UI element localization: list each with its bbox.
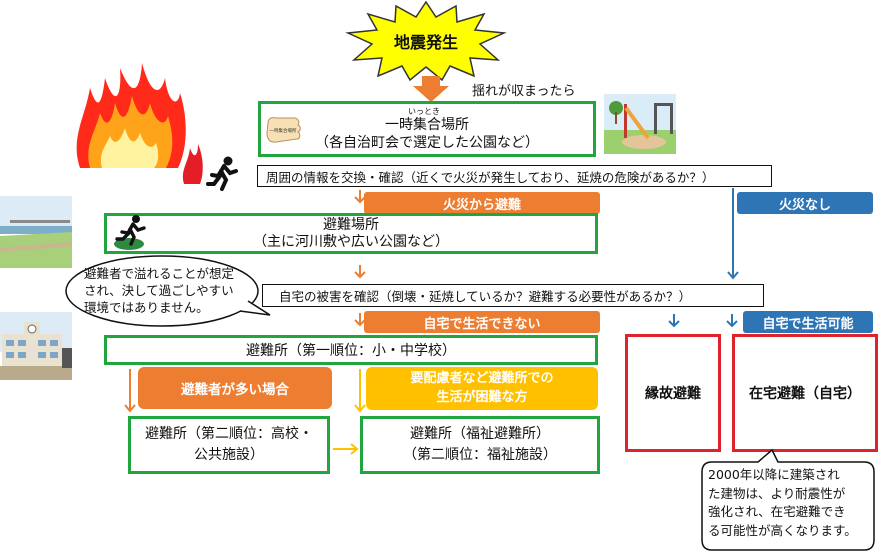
- shelter-second-priority: 避難所（第二順位：高校・ 公共施設）: [128, 416, 330, 474]
- welfare-line-1: 避難所（福祉避難所）: [410, 426, 550, 442]
- evac-area-title: 避難場所: [323, 216, 379, 233]
- arrow-down-many: [124, 369, 136, 413]
- shelter-second-line-2: 公共施設）: [194, 447, 264, 463]
- welfare-line-2: （第二順位：福祉施設）: [403, 447, 557, 463]
- evacuation-area: 避難場所 （主に河川敷や広い公園など）: [104, 213, 598, 254]
- fire-evacuate-label: 火災から避難: [364, 192, 600, 214]
- care-needed-line-2: 生活が困難な方: [436, 389, 528, 405]
- small-fire-icon: [180, 142, 204, 184]
- shelter-first-text: 避難所（第一順位：小・中学校）: [246, 343, 456, 359]
- temporary-gathering-site: いっとき 一時集合場所 （各自治町会で選定した公園など）: [258, 101, 596, 157]
- info-exchange-box: 周囲の情報を交換・確認（近くで火災が発生しており、延焼の危険があるか？）: [257, 165, 772, 187]
- shelter-first-priority: 避難所（第一順位：小・中学校）: [104, 335, 598, 365]
- bubble-line-2: され、決して過ごしやすい: [84, 283, 234, 298]
- temporary-site-subtitle: （各自治町会で選定した公園など）: [315, 134, 539, 151]
- temporary-site-title: 一時集合場所: [385, 116, 469, 133]
- earthquake-burst: 地震発生: [344, 0, 508, 82]
- arrow-right-welfare: [333, 440, 359, 455]
- can-live-label: 自宅で生活可能: [743, 311, 873, 333]
- bubble-line-3: 環境ではありません。: [84, 300, 209, 315]
- arrow-down-relative: [668, 313, 680, 328]
- hand-sign-icon: 一時集合場所: [264, 113, 304, 147]
- shelter-second-line-1: 避難所（第二順位：高校・: [145, 426, 313, 442]
- speech-bubble-text: 避難者で溢れることが想定 され、決して過ごしやすい 環境ではありません。: [84, 265, 264, 316]
- note-line-4: る可能性が高くなります。: [708, 522, 857, 538]
- fire-icon: [70, 58, 190, 173]
- care-needed-label: 要配慮者など避難所での 生活が困難な方: [366, 367, 598, 410]
- arrow-down-evac: [354, 264, 366, 279]
- evac-area-runner-icon: [112, 214, 150, 250]
- arrow-down-nofire: [727, 188, 739, 280]
- arrow-down-fire: [354, 188, 366, 204]
- arrow-down-home: [726, 313, 738, 328]
- note-callout-shape: [698, 448, 876, 552]
- arrow-down-burst: [413, 76, 449, 102]
- note-text: 2000年以降に建築され た建物は、より耐震性が 強化され、在宅避難でき る可能…: [708, 466, 874, 540]
- burst-shape-icon: [345, 0, 507, 82]
- speech-bubble: [62, 253, 274, 333]
- running-person-icon: [206, 156, 238, 191]
- care-needed-line-1: 要配慮者など避難所での: [410, 370, 554, 386]
- after-shaking-text: 揺れが収まったら: [472, 84, 576, 99]
- arrow-down-care: [354, 369, 366, 413]
- welfare-shelter: 避難所（福祉避難所） （第二順位：福祉施設）: [360, 416, 600, 474]
- cannot-live-label: 自宅で生活できない: [364, 311, 600, 333]
- arrow-down-cannot: [354, 312, 366, 327]
- note-line-3: 強化され、在宅避難でき: [708, 504, 846, 519]
- riverbank-icon: [0, 196, 72, 268]
- school-building-icon: [0, 312, 72, 380]
- many-evacuees-label: 避難者が多い場合: [138, 367, 332, 409]
- burst-label: 地震発生: [393, 33, 458, 52]
- sign-text: 一時集合場所: [270, 127, 297, 134]
- temporary-site-ruby: いっとき: [408, 106, 440, 116]
- home-evacuation-box: 在宅避難（自宅）: [732, 334, 878, 452]
- evac-area-subtitle: （主に河川敷や広い公園など）: [253, 233, 449, 250]
- no-fire-label: 火災なし: [737, 192, 873, 214]
- relative-evacuation-box: 縁故避難: [625, 334, 721, 452]
- note-line-2: た建物は、より耐震性が: [708, 485, 846, 501]
- bubble-line-1: 避難者で溢れることが想定: [84, 266, 235, 281]
- damage-check-box: 自宅の被害を確認（倒壊・延焼しているか？避難する必要性があるか？）: [262, 284, 764, 307]
- note-line-1: 2000年以降に建築され: [708, 467, 840, 482]
- playground-icon: [604, 94, 676, 154]
